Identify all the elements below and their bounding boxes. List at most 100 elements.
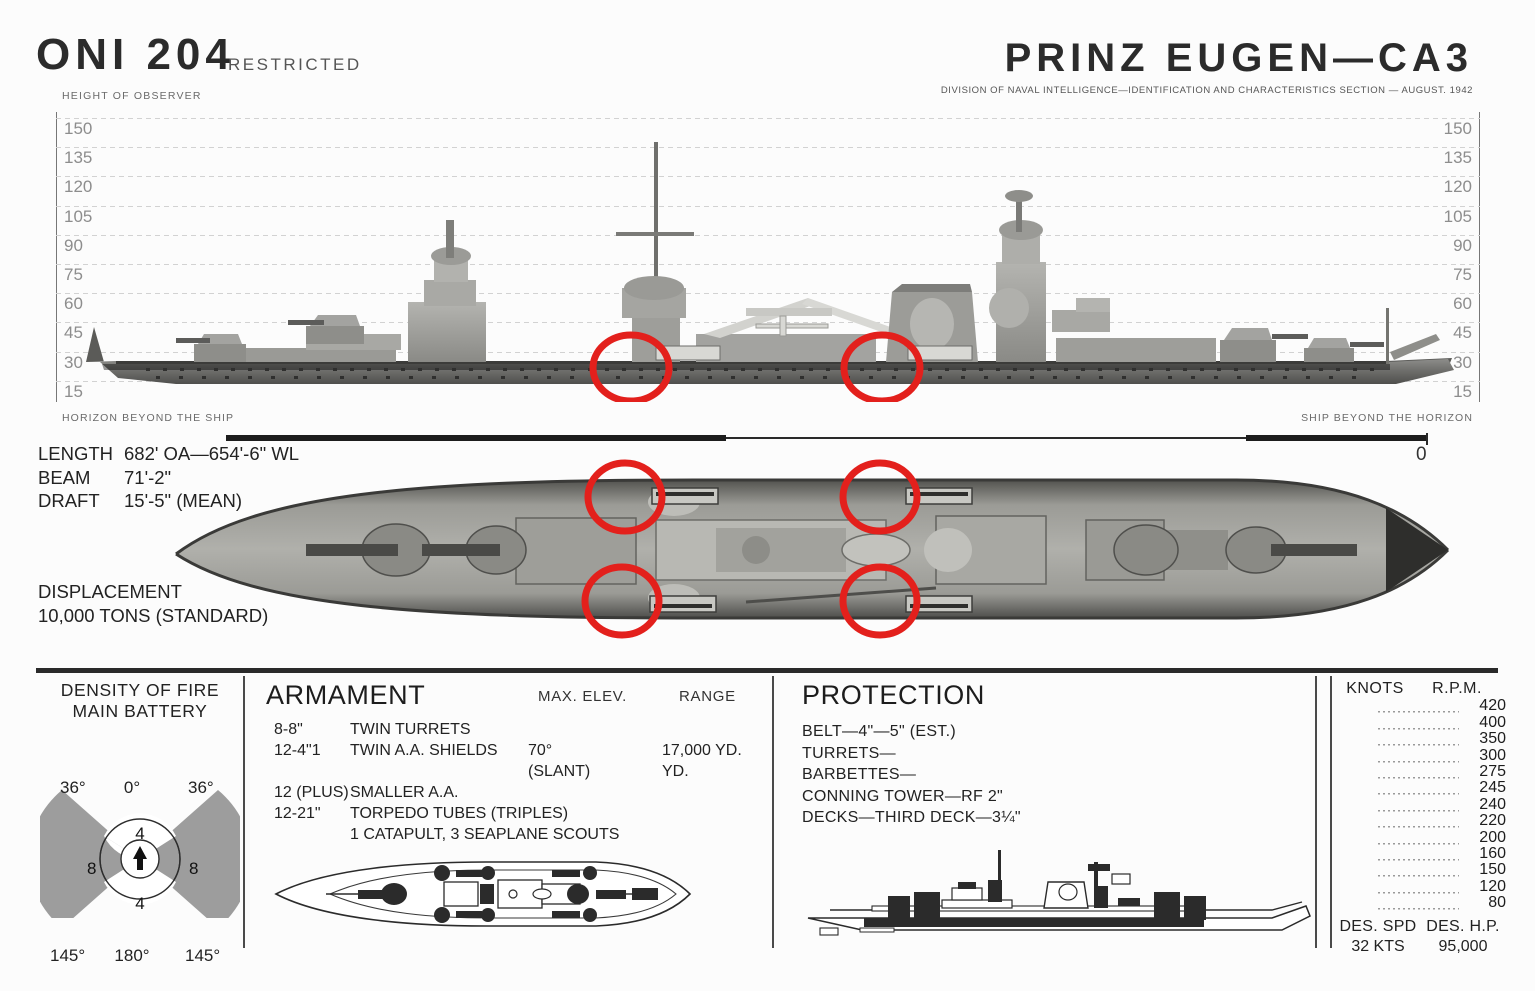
gridline [56,234,1480,236]
fire-arc-rosette [40,790,240,918]
armament-rows: 8-8" TWIN TURRETS 12-4"1 TWIN A.A. SHIELDS 7… [266,721,766,847]
classification-label: RESTRICTED [228,55,362,74]
armament-col-max-elev: MAX. ELEV. [538,688,627,705]
armament-row: 12 (PLUS)SMALLER A.A. [266,784,766,805]
gridline [56,293,1480,295]
dimension-value: 682' OA—654'-6" WL [124,443,300,464]
height-axis-left [56,112,57,402]
speed-rpm-value: 400 [1479,713,1506,731]
armament-col-range: RANGE [679,688,736,705]
panel-divider-1 [243,676,245,948]
dimension-value: 15'-5" (MEAN) [124,490,243,511]
armament-description: TORPEDO TUBES (TRIPLES) [350,805,569,822]
speed-row: 350 [1336,730,1506,748]
displacement-label: DISPLACEMENT [38,581,182,602]
armament-max-elevation: 70° [528,742,553,759]
issuing-authority-subtitle: DIVISION OF NAVAL INTELLIGENCE—IDENTIFIC… [940,85,1473,96]
angle-bow: 0° [123,778,141,797]
design-headers: DES. SPD DES. H.P. [1336,918,1506,936]
height-of-observer-label: HEIGHT OF OBSERVER [62,90,202,102]
height-tick-left: 75 [64,265,83,284]
height-tick-left: 150 [64,119,93,138]
armament-row: 12-21" TORPEDO TUBES (TRIPLES) [266,805,766,826]
speed-row: 300 [1336,746,1506,764]
speed-row: 120 [1336,878,1506,895]
des-spd-value: 32 KTS [1351,938,1405,956]
panel-divider-3 [1315,676,1317,948]
armament-row: 8-8" TWIN TURRETS [266,721,766,742]
speed-rpm-value: 300 [1479,746,1506,764]
height-tick-left: 120 [64,177,93,197]
armament-range: YD. [662,763,689,780]
leader-dots [1378,819,1459,830]
height-tick-left: 30 [64,352,83,372]
protection-rows: BELT—4"—5" (EST.)TURRETS—BARBETTES—CONNI… [802,721,1302,829]
height-tick-right: 30 [1453,352,1472,372]
armament-description: TWIN TURRETS [350,721,471,738]
ship-beyond-horizon-label: SHIP BEYOND THE HORIZON [1301,412,1473,424]
speed-row: 420 [1336,697,1506,715]
panel-divider-2 [772,676,774,948]
leader-dots [1378,901,1459,912]
dimension-row: LENGTH 682' OA—654'-6" WL [38,442,299,466]
armament-description: TWIN A.A. SHIELDS [350,742,498,759]
speed-rpm-value: 220 [1479,812,1506,830]
height-tick-left: 60 [64,294,83,314]
displacement-value: 10,000 TONS (STANDARD) [38,604,269,626]
armament-title: ARMAMENT [266,680,426,710]
gridline [56,264,1480,265]
armament-quantity: 12-21" [274,805,321,822]
speed-row: 400 [1336,713,1506,731]
height-tick-left: 105 [64,206,93,226]
gridline [56,176,1480,178]
height-tick-right: 105 [1443,206,1472,226]
speed-row: 80 [1336,894,1506,912]
speed-row: 150 [1336,862,1506,879]
armament-quantity: 12-4"1 [274,742,321,759]
armament-max-elevation: (SLANT) [528,763,591,780]
leader-dots [1378,769,1459,780]
height-tick-right: 135 [1443,148,1472,168]
panel-divider-4 [1330,676,1332,948]
range-scale-bar [226,433,1428,445]
height-tick-right: 120 [1443,177,1472,197]
angle-starboard-aft: 145° [185,946,221,965]
gridline [56,147,1480,149]
horizon-beyond-ship-label: HORIZON BEYOND THE SHIP [62,412,235,424]
speed-rpm-value: 420 [1479,697,1506,715]
gridline [56,118,1480,119]
speed-rpm-value: 350 [1479,730,1506,748]
height-tick-right: 150 [1443,119,1472,138]
dimension-key: DRAFT [38,490,100,511]
protection-title: PROTECTION [802,680,986,710]
leader-dots [1378,851,1459,862]
speed-col-rpm: R.P.M. [1432,680,1482,697]
armament-row: (SLANT) YD. [266,763,766,784]
dimension-key: BEAM [38,466,91,488]
dimension-key: LENGTH [38,443,114,464]
density-of-fire-panel: DENSITY OF FIRE MAIN BATTERY 36° 0° 36° [40,680,240,965]
height-tick-right: 45 [1453,323,1472,343]
height-tick-left: 90 [64,235,83,255]
leader-dots [1378,884,1459,895]
protection-row: DECKS—THIRD DECK—3¼" [802,809,1021,826]
speed-col-knots: KNOTS [1346,680,1404,697]
leader-dots [1378,737,1459,748]
dimension-row: DRAFT 15'-5" (MEAN) [38,489,299,513]
height-tick-right: 90 [1453,235,1472,255]
speed-row: 240 [1336,795,1506,813]
armament-panel: ARMAMENT MAX. ELEV. RANGE 8-8" TWIN TURRE… [266,680,766,927]
gridline [56,322,1480,324]
angle-port-forward: 36° [60,778,86,797]
leader-dots [1378,753,1459,764]
speed-rpm-value: 240 [1479,795,1506,813]
speed-rpm-value: 80 [1488,894,1506,912]
protection-row: CONNING TOWER—RF 2" [802,787,1004,805]
speed-row: 160 [1336,845,1506,862]
armament-plan-schematic [274,861,692,927]
armament-quantity: 8-8" [274,721,303,738]
speed-row: 220 [1336,812,1506,830]
document-header: ONI 204 RESTRICTED HEIGHT OF OBSERVER PR… [0,0,1535,104]
